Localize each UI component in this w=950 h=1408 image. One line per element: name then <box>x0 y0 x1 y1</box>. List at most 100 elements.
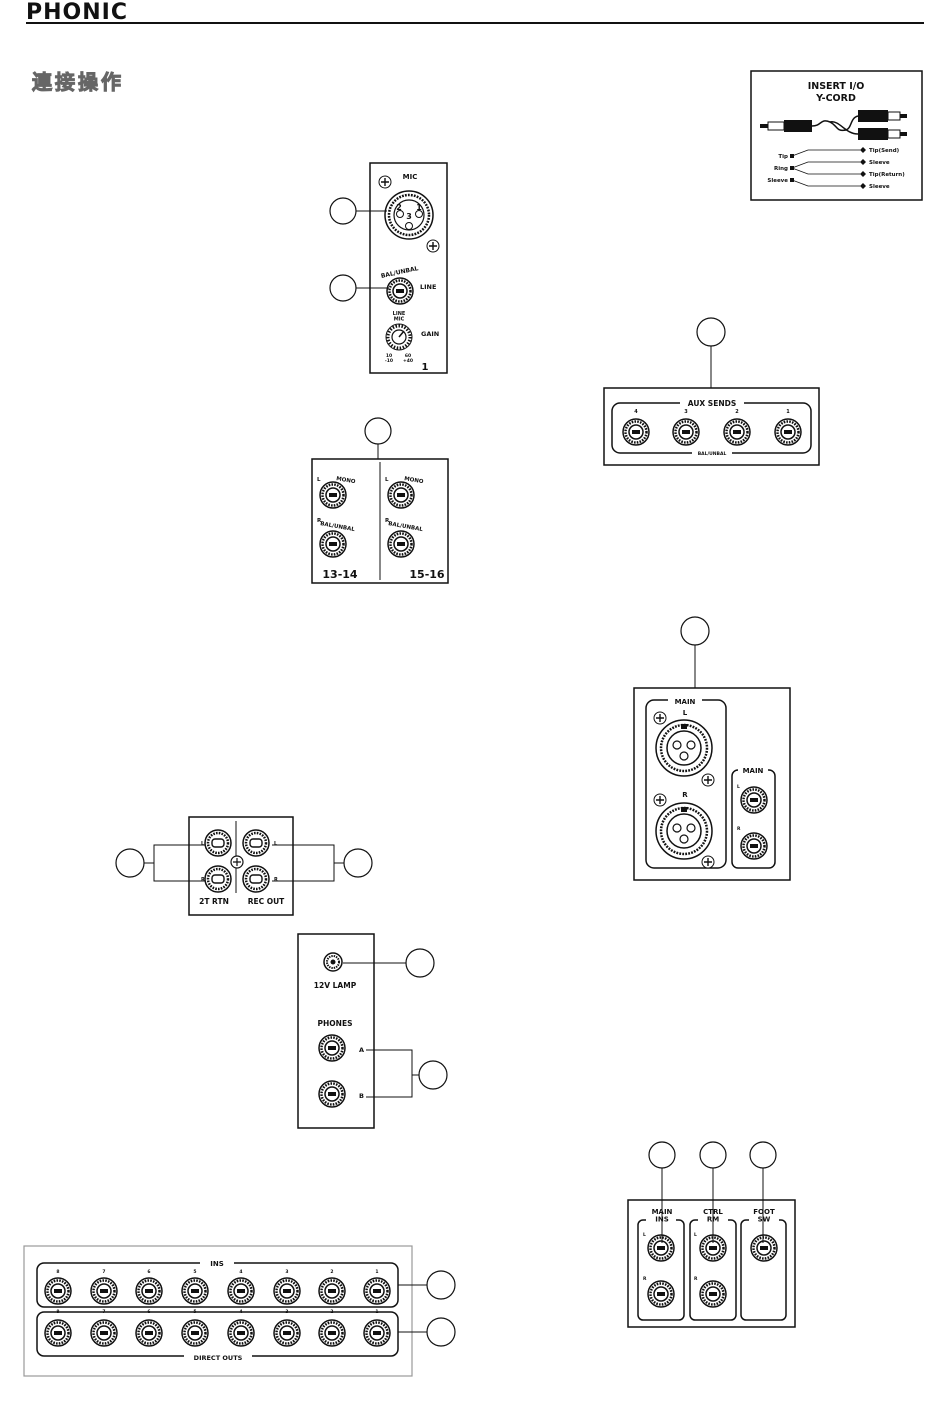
lamp-socket[interactable] <box>323 952 343 972</box>
ins-jack[interactable] <box>226 1276 256 1306</box>
ins-jack[interactable] <box>134 1276 164 1306</box>
direct-out-jack[interactable] <box>180 1318 210 1348</box>
ins-jack[interactable] <box>43 1276 73 1306</box>
main-right-jack-output[interactable] <box>739 831 769 861</box>
main-left-xlr-output[interactable] <box>654 718 714 778</box>
main-ins-right-jack[interactable] <box>646 1279 676 1309</box>
ctrl-rm-right-jack[interactable] <box>698 1279 728 1309</box>
ins-number: 1 <box>375 1269 378 1275</box>
rec-r-label: R <box>274 877 278 883</box>
gain-knob[interactable] <box>385 323 413 351</box>
main-l-label: L <box>683 709 688 717</box>
ins-number: 5 <box>193 1269 196 1275</box>
stereo-input-jack[interactable] <box>386 480 416 510</box>
phones-a-jack[interactable] <box>317 1033 347 1063</box>
2t-rtn-left-rca[interactable] <box>203 828 233 858</box>
ins-jack[interactable] <box>89 1276 119 1306</box>
stereo-input-jack[interactable] <box>318 480 348 510</box>
cord-left-label: Ring <box>774 166 788 172</box>
callout-circle <box>426 1317 456 1347</box>
ins-jack[interactable] <box>180 1276 210 1306</box>
cord-left-label: Sleeve <box>767 178 788 184</box>
direct-out-jack[interactable] <box>134 1318 164 1348</box>
stereo-input-jack[interactable] <box>386 529 416 559</box>
aux-bal-unbal-label: BAL/UNBAL <box>698 451 727 457</box>
direct-number: 5 <box>193 1309 196 1315</box>
direct-out-jack[interactable] <box>362 1318 392 1348</box>
foot-switch-jack[interactable] <box>749 1233 779 1263</box>
gain-label: GAIN <box>421 330 439 338</box>
main-jack-r-label: R <box>737 826 741 832</box>
main-left-jack-output[interactable] <box>739 785 769 815</box>
main-r-label: R <box>682 791 688 799</box>
aux-send-jack[interactable] <box>773 417 803 447</box>
ins-jack[interactable] <box>362 1276 392 1306</box>
direct-out-jack[interactable] <box>89 1318 119 1348</box>
stereo-r-label: R <box>385 518 390 524</box>
ins-number: 2 <box>330 1269 333 1275</box>
insert-cord-title-1: INSERT I/O <box>808 81 865 92</box>
cord-right-label: Tip(Return) <box>869 172 905 178</box>
direct-out-jack[interactable] <box>226 1318 256 1348</box>
ins-number: 4 <box>239 1269 242 1275</box>
direct-number: 1 <box>375 1309 378 1315</box>
line-input-jack[interactable] <box>385 276 415 306</box>
direct-number: 4 <box>239 1309 242 1315</box>
aux-sends-title: AUX SENDS <box>688 399 737 408</box>
aux-number: 2 <box>735 409 739 415</box>
ctrl-rm-r-label: R <box>694 1276 698 1282</box>
ins-jack[interactable] <box>317 1276 347 1306</box>
aux-sends-panel: AUX SENDS 4 3 2 1 BAL/UNBAL <box>603 317 820 466</box>
direct-out-jack[interactable] <box>43 1318 73 1348</box>
callout-circle <box>749 1141 777 1169</box>
direct-number: 3 <box>285 1309 288 1315</box>
rec-out-right-rca[interactable] <box>241 864 271 894</box>
stereo-l-label: L <box>385 477 389 483</box>
direct-out-jack[interactable] <box>317 1318 347 1348</box>
ins-direct-outs-panel: INS DIRECT OUTS 8 7 6 5 4 3 2 1 8 7 6 5 … <box>23 1245 456 1377</box>
aux-send-jack[interactable] <box>671 417 701 447</box>
xlr-pin-2: 2 <box>396 203 402 212</box>
aux-number: 1 <box>786 409 790 415</box>
aux-send-jack[interactable] <box>621 417 651 447</box>
mic-label: MIC <box>403 173 418 181</box>
aux-send-jack[interactable] <box>722 417 752 447</box>
rec-out-left-rca[interactable] <box>241 828 271 858</box>
main-ins-left-jack[interactable] <box>646 1233 676 1263</box>
main-jack-label: MAIN <box>743 767 764 775</box>
channel-13-14-label: 13-14 <box>322 568 358 581</box>
insert-y-cord-box: INSERT I/O Y-CORD Tip Ring Sleeve <box>750 70 923 201</box>
ins-jack[interactable] <box>272 1276 302 1306</box>
mic-xlr-input[interactable] <box>384 190 434 240</box>
insert-cord-title-2: Y-CORD <box>815 93 856 104</box>
direct-out-jack[interactable] <box>272 1318 302 1348</box>
direct-number: 2 <box>330 1309 333 1315</box>
gain-min-label: 10-10 <box>385 353 393 364</box>
cord-right-label: Sleeve <box>869 160 890 166</box>
2t-rtn-right-rca[interactable] <box>203 864 233 894</box>
mono-label: MONO <box>404 476 424 485</box>
tape-io-panel: L R L R 2T RTN REC OUT <box>115 816 373 916</box>
callout-circle <box>115 848 145 878</box>
phones-b-jack[interactable] <box>317 1079 347 1109</box>
2t-rtn-label: 2T RTN <box>199 897 229 906</box>
callout-circle <box>648 1141 676 1169</box>
stereo-input-jack[interactable] <box>318 529 348 559</box>
callout-circle <box>699 1141 727 1169</box>
lamp-label: 12V LAMP <box>314 981 357 990</box>
section-title: 連接操作 <box>32 70 124 95</box>
aux-number: 4 <box>634 409 638 415</box>
rec-l-label: L <box>274 841 278 847</box>
callout-circle <box>343 848 373 878</box>
channel-number: 1 <box>422 362 429 373</box>
ins-number: 6 <box>147 1269 150 1275</box>
stereo-l-label: L <box>317 477 321 483</box>
callout-circle <box>696 317 726 347</box>
main-jack-l-label: L <box>737 784 740 790</box>
main-right-xlr-output[interactable] <box>654 801 714 861</box>
callout-circle <box>426 1270 456 1300</box>
aux-number: 3 <box>684 409 688 415</box>
ins-label: INS <box>210 1260 224 1268</box>
